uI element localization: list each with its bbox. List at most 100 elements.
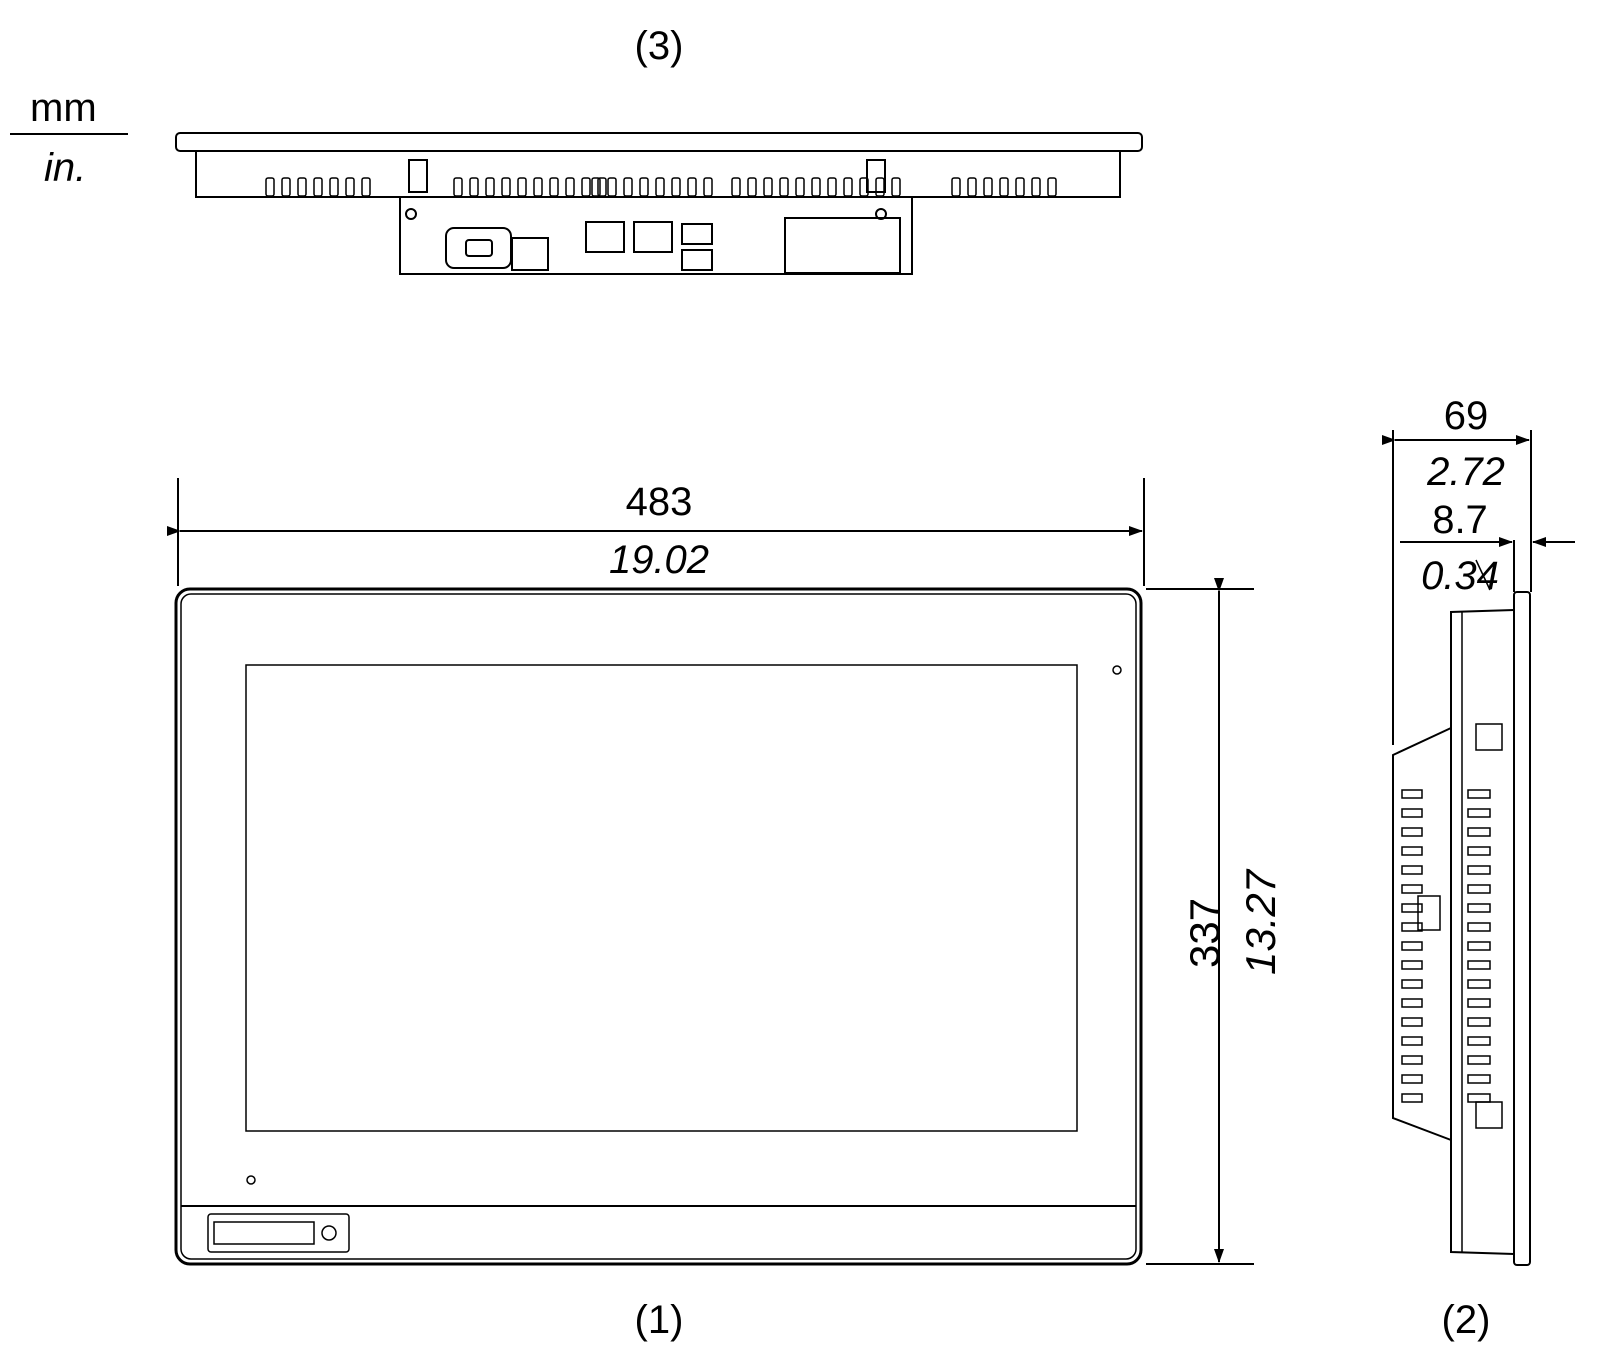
vent-slot	[795, 177, 805, 197]
side-vent-slot	[1467, 903, 1491, 913]
display-area	[245, 664, 1078, 1132]
side-vent-slot	[1401, 1017, 1423, 1027]
side-vent-slot	[1401, 846, 1423, 856]
vent-slot	[951, 177, 961, 197]
bezel-depth-dimension	[1400, 537, 1575, 592]
width-dimension	[167, 478, 1145, 586]
vent-slot	[297, 177, 307, 197]
view-label-front: (1)	[634, 1298, 684, 1342]
vent-slot	[655, 177, 665, 197]
vent-slot	[811, 177, 821, 197]
front-view	[174, 587, 1143, 1266]
vent-slot	[983, 177, 993, 197]
side-vent-slot	[1467, 827, 1491, 837]
vent-slot	[1015, 177, 1025, 197]
depth-in: 2.72	[1427, 450, 1505, 494]
side-vent-slot	[1467, 922, 1491, 932]
vent-slot	[1047, 177, 1057, 197]
status-led	[1112, 665, 1122, 675]
side-vent-slot	[1467, 960, 1491, 970]
side-vent-slot	[1401, 960, 1423, 970]
side-vent-slot	[1401, 789, 1423, 799]
front-bezel-outer	[174, 587, 1143, 1266]
height-dimension	[1146, 578, 1254, 1265]
side-vent-slot	[1401, 903, 1423, 913]
vent-slot	[843, 177, 853, 197]
side-vent-slot	[1467, 865, 1491, 875]
vent-slot	[581, 177, 591, 197]
side-vent-slot	[1401, 1074, 1423, 1084]
unit-imperial: in.	[44, 146, 87, 190]
vent-slot	[565, 177, 575, 197]
vent-slot	[731, 177, 741, 197]
side-vent-slot	[1467, 998, 1491, 1008]
vent-slot	[703, 177, 713, 197]
view-label-top: (3)	[634, 24, 684, 68]
vent-slot	[623, 177, 633, 197]
vent-slot	[485, 177, 495, 197]
side-vent-slot	[1401, 884, 1423, 894]
side-vent-slot	[1467, 1036, 1491, 1046]
vent-slot	[453, 177, 463, 197]
side-vent-slot	[1467, 1055, 1491, 1065]
side-vent-slot	[1467, 941, 1491, 951]
vent-slot	[329, 177, 339, 197]
vent-slot	[687, 177, 697, 197]
side-vent-slot	[1401, 979, 1423, 989]
vent-slot	[345, 177, 355, 197]
bezel-depth-in: 0.34	[1421, 554, 1499, 598]
vent-slot	[281, 177, 291, 197]
depth-mm: 69	[1443, 394, 1489, 438]
top-view-vents	[265, 177, 1057, 197]
front-bezel-inner	[180, 593, 1137, 1260]
side-vent-slot	[1467, 1074, 1491, 1084]
side-vent-slot	[1401, 827, 1423, 837]
vent-slot	[597, 177, 607, 197]
vent-slot	[591, 177, 601, 197]
height-in: 13.27	[1237, 869, 1284, 975]
side-vent-slot	[1467, 808, 1491, 818]
vent-slot	[891, 177, 901, 197]
side-view	[1392, 591, 1531, 1266]
side-vent-slot	[1401, 865, 1423, 875]
vent-slot	[607, 177, 617, 197]
vent-slot	[967, 177, 977, 197]
view-label-side: (2)	[1441, 1298, 1491, 1342]
side-vent-slot	[1467, 979, 1491, 989]
bezel-depth-mm: 8.7	[1432, 498, 1488, 542]
vent-slot	[747, 177, 757, 197]
side-vent-slot	[1467, 884, 1491, 894]
side-vent-slot	[1467, 1017, 1491, 1027]
side-vent-slot	[1467, 789, 1491, 799]
vent-slot	[779, 177, 789, 197]
usb-cover-screw	[321, 1225, 337, 1241]
vent-slot	[875, 177, 885, 197]
width-in: 19.02	[608, 538, 710, 582]
height-mm: 337	[1181, 897, 1228, 968]
vent-slot	[549, 177, 559, 197]
side-vent-slot	[1401, 998, 1423, 1008]
side-vent-slot	[1467, 846, 1491, 856]
vent-slot	[1031, 177, 1041, 197]
unit-metric: mm	[30, 86, 97, 130]
width-mm: 483	[625, 480, 693, 524]
side-vent-slot	[1401, 922, 1423, 932]
vent-slot	[501, 177, 511, 197]
side-vent-slot	[1401, 1093, 1423, 1103]
side-bezel	[1513, 591, 1531, 1266]
vent-slot	[469, 177, 479, 197]
top-view	[175, 132, 1143, 275]
usb-cover	[207, 1213, 350, 1253]
sensor-dot	[246, 1175, 256, 1185]
vent-slot	[999, 177, 1009, 197]
side-vent-slot	[1401, 1036, 1423, 1046]
vent-slot	[313, 177, 323, 197]
vent-slot	[639, 177, 649, 197]
vent-slot	[763, 177, 773, 197]
vent-slot	[671, 177, 681, 197]
vent-slot	[533, 177, 543, 197]
vent-slot	[827, 177, 837, 197]
vent-slot	[517, 177, 527, 197]
side-vent-slot	[1401, 808, 1423, 818]
